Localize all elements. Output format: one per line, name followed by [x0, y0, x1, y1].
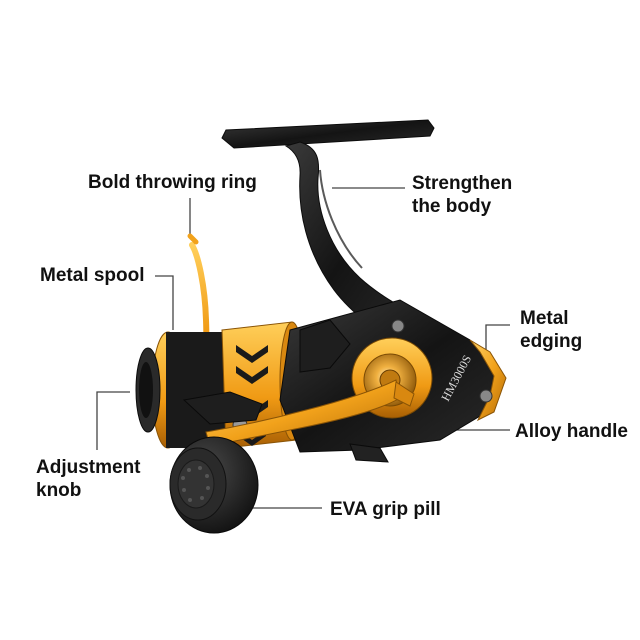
callout-bold-throwing-ring: Bold throwing ring: [88, 171, 257, 194]
callout-line-edging: [485, 324, 510, 350]
callout-text-line2: knob: [36, 480, 82, 501]
screw: [479, 389, 493, 403]
callout-text: Alloy handle: [515, 421, 628, 442]
callout-eva-grip: EVA grip pill: [330, 498, 441, 521]
callout-text-line1: Adjustment: [36, 457, 141, 478]
callout-alloy-handle: Alloy handle: [515, 420, 628, 443]
callout-line-knob: [96, 391, 130, 450]
metal-edging: [469, 339, 507, 422]
callout-text-line1: Metal: [520, 308, 569, 329]
rotor-arm: [299, 319, 351, 373]
callout-metal-edging: Metal edging: [520, 307, 582, 353]
anti-reverse-lever: [349, 443, 389, 463]
callout-text: EVA grip pill: [330, 499, 441, 520]
rotor-arm-lower: [182, 391, 263, 425]
bail-tip: [187, 233, 199, 245]
stem-highlight: [319, 169, 363, 269]
handle-joint: [393, 381, 415, 407]
callout-line-spool: [155, 275, 174, 330]
callout-strengthen-body: Strengthen the body: [412, 172, 512, 218]
rod-foot: [221, 119, 435, 149]
callout-text: Metal spool: [40, 265, 145, 286]
callout-text-line1: Strengthen: [412, 173, 513, 194]
callout-text-line2: the body: [412, 196, 492, 217]
alloy-handle-arm: [205, 379, 401, 447]
callout-adjustment-knob: Adjustment knob: [36, 456, 141, 502]
callout-metal-spool: Metal spool: [40, 264, 145, 287]
callout-text: Bold throwing ring: [88, 172, 257, 193]
screw: [391, 319, 405, 333]
eva-grip-knob: [169, 436, 259, 534]
callout-text-line2: edging: [520, 331, 583, 352]
